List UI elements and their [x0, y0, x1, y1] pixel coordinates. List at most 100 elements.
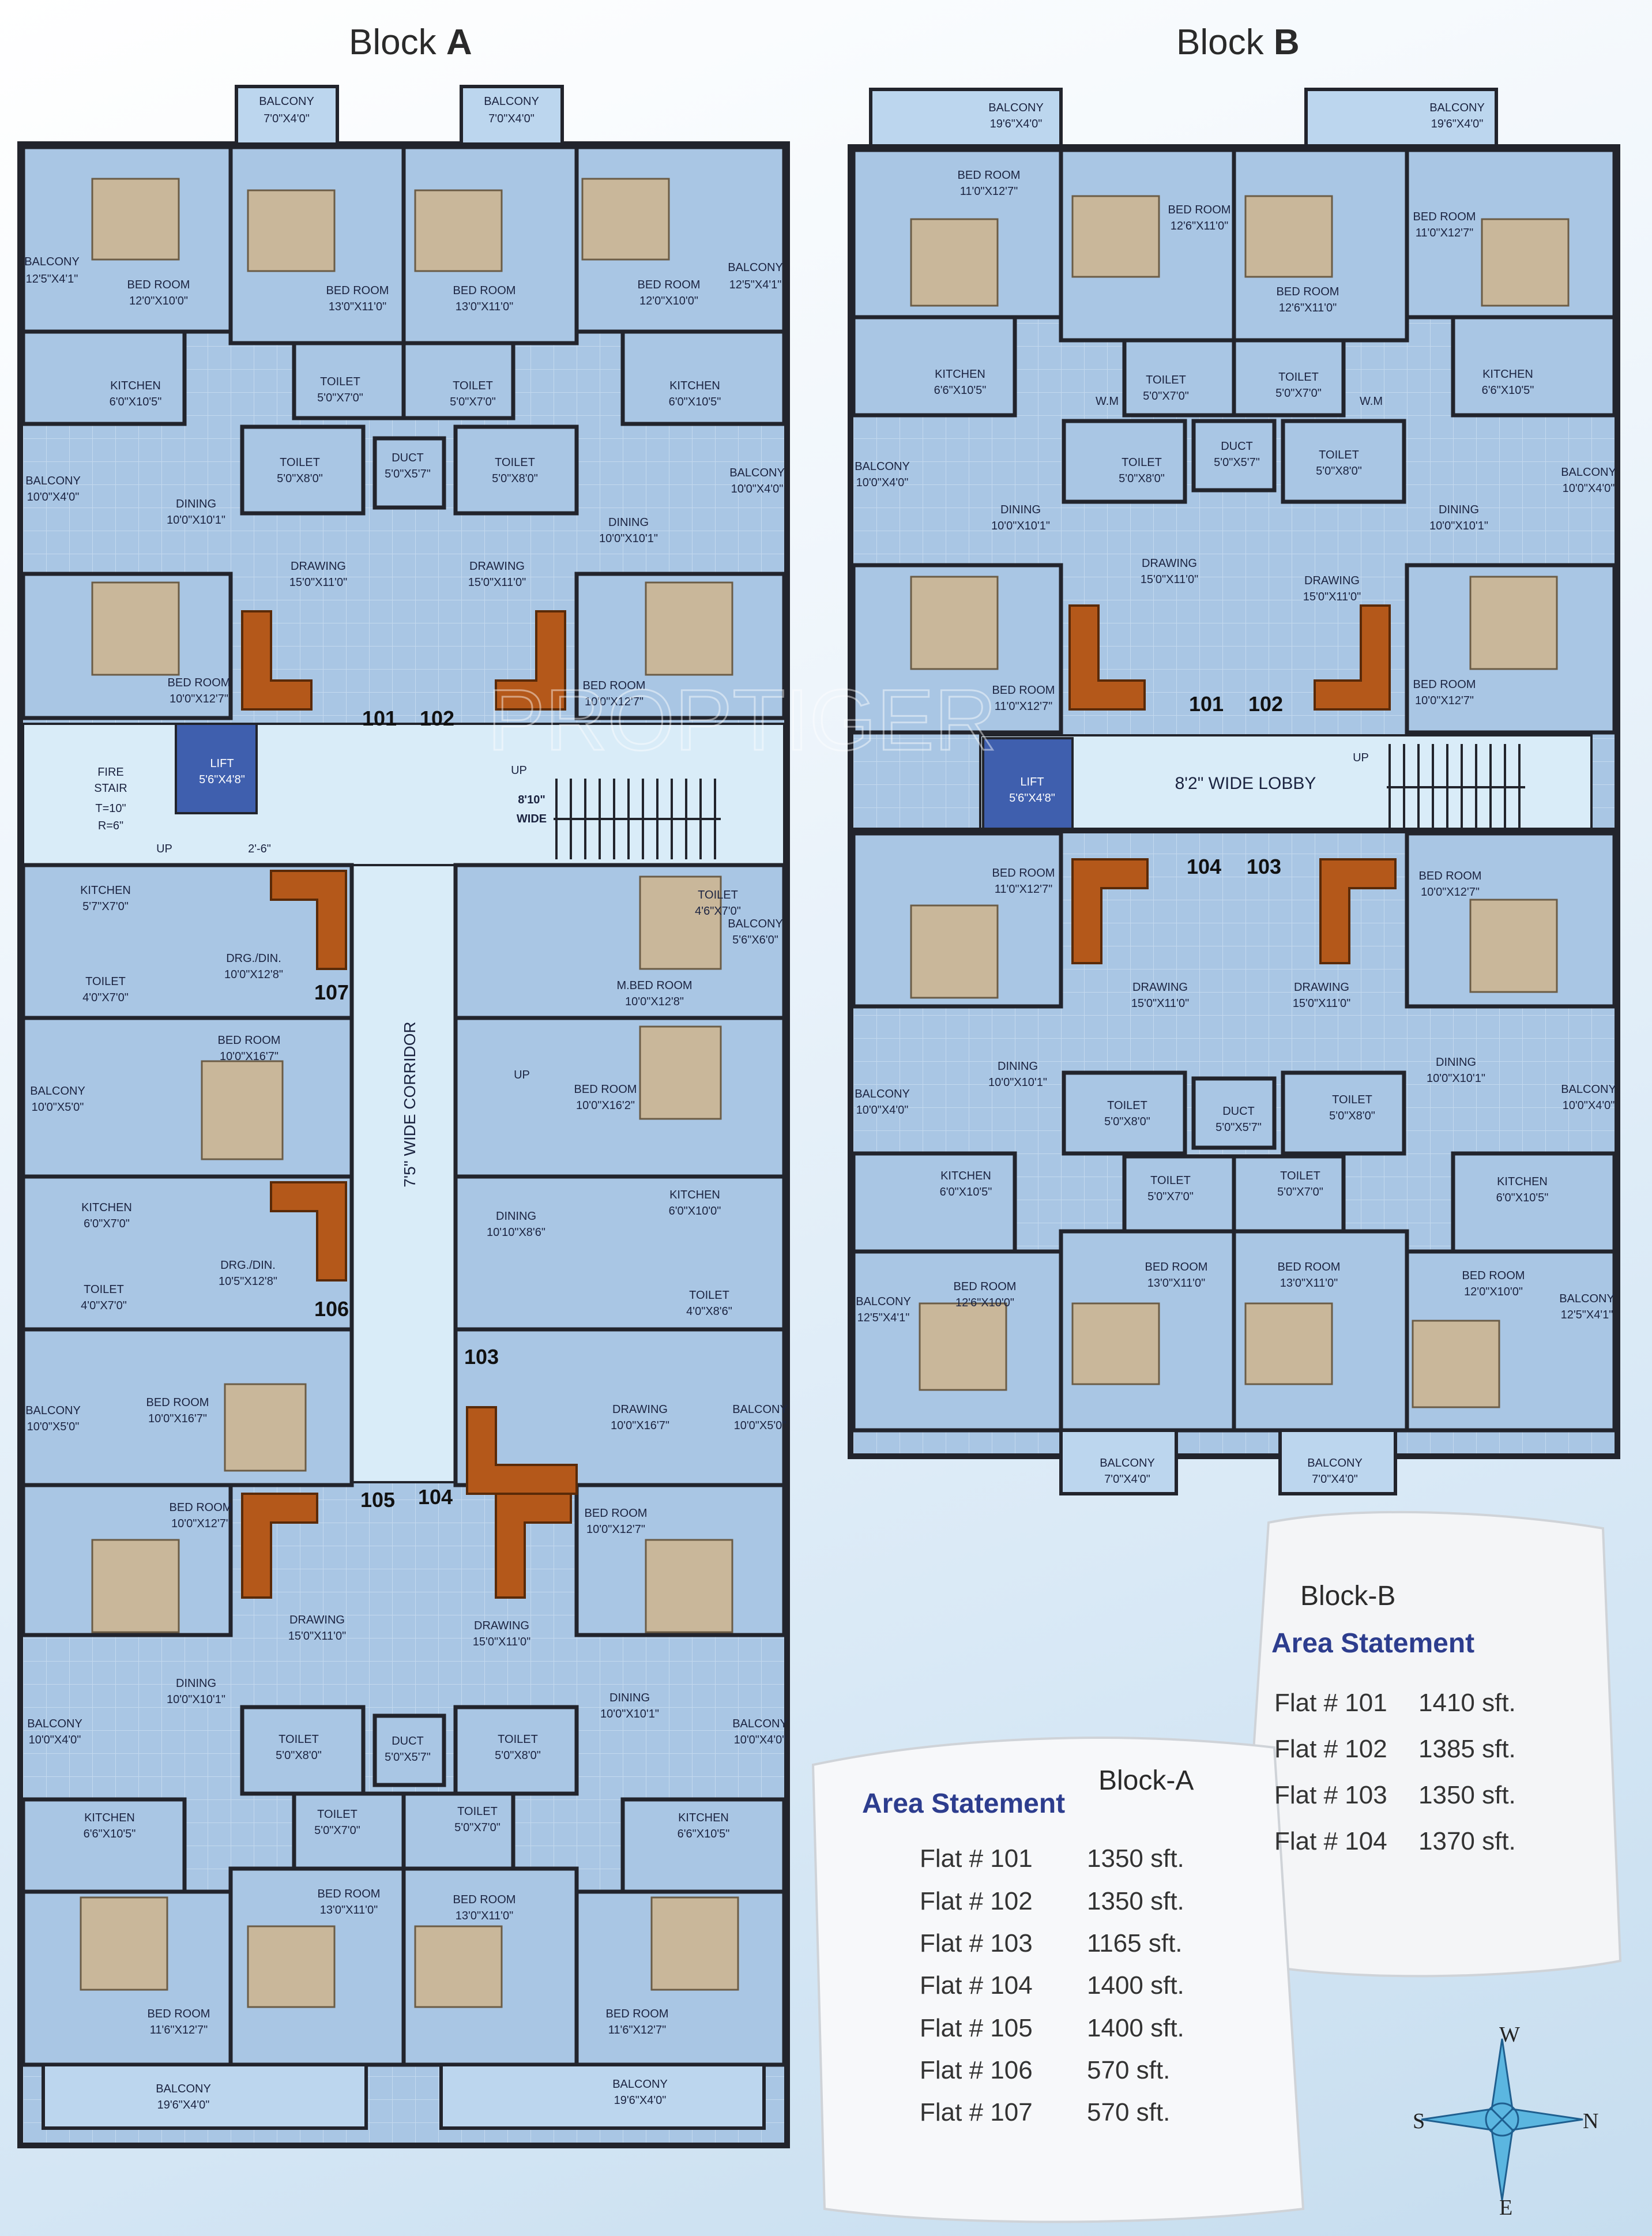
block-a-toilet-4 [453, 424, 579, 516]
dim: 10'0"X12'7" [586, 1523, 645, 1536]
dim: 15'0"X11'0" [1141, 573, 1198, 586]
flat-number: 106 [314, 1297, 349, 1321]
label: BED ROOM [146, 1396, 209, 1409]
label: KITCHEN [678, 1812, 729, 1824]
dim: 10'0"X12'7" [1421, 886, 1480, 899]
block-a-lift [175, 723, 258, 814]
block-a-flat-numbers: 101 102 107 106 103 105 104 [314, 706, 499, 1512]
label: TOILET [317, 1808, 358, 1821]
dim: 10'0"X4'0" [29, 1734, 81, 1746]
label: BED ROOM [583, 679, 646, 692]
dim: 10'0"X16'7" [148, 1412, 207, 1425]
block-a-toilet-104b [401, 1791, 515, 1871]
dim: 6'6"X10'5" [934, 384, 987, 397]
dim: 10'0"X5'0" [32, 1101, 84, 1114]
watermark: PROPTIGER [487, 671, 996, 768]
label: BED ROOM [1462, 1269, 1525, 1282]
dim: 6'6"X10'5" [678, 1828, 730, 1840]
label: BED ROOM [218, 1034, 281, 1047]
dim: 11'6"X12'7" [150, 2024, 208, 2036]
label: BED ROOM [1413, 211, 1476, 223]
label: DRAWING [469, 560, 525, 573]
block-a-toilet-105b [292, 1791, 406, 1871]
label: LIFT [1020, 776, 1044, 788]
dim: 10'0"X10'1" [1429, 520, 1488, 532]
label: BED ROOM [606, 2008, 669, 2020]
flat-number: 102 [420, 706, 454, 730]
label: DRAWING [1142, 557, 1197, 570]
dim: 19'6"X4'0" [614, 2094, 667, 2107]
label: KITCHEN [1497, 1175, 1548, 1188]
block-b-balcony-bottom-left [1059, 1429, 1178, 1495]
label: BED ROOM [453, 284, 516, 297]
block-a-sofa-102 [495, 610, 566, 711]
label: BALCONY [612, 2078, 668, 2091]
label: TOILET [698, 889, 738, 901]
label: BED ROOM [127, 279, 190, 291]
block-a-balcony-bottom-right [439, 2063, 766, 2130]
area-sheet-b-bg [1238, 1510, 1622, 1978]
dim: 10'0"X4'0" [856, 476, 909, 489]
dim: 7'0"X4'0" [264, 112, 310, 125]
dim: 10'0"X4'0" [856, 1104, 909, 1117]
dim: 10'0"X10'1" [167, 514, 225, 527]
label: STAIR [94, 782, 127, 795]
block-a-kitchen-105 [21, 1797, 187, 1894]
block-b-labels: BALCONY 19'6"X4'0" BALCONY 19'6"X4'0" BE… [855, 102, 1616, 1486]
label: DRG./DIN. [226, 952, 281, 965]
dim: 6'0"X10'5" [110, 396, 162, 408]
label: BED ROOM [1419, 870, 1482, 882]
block-a-balcony-top-left [235, 85, 339, 146]
block-a-duct-2 [372, 1713, 446, 1787]
area-a-heading: Area Statement [862, 1788, 1066, 1819]
dim: 10'0"X4'0" [1563, 1099, 1615, 1112]
dim: 6'0"X10'5" [669, 396, 721, 408]
block-a-sofa-105 [241, 1493, 318, 1599]
label: KITCHEN [669, 379, 720, 392]
dim: 13'0"X11'0" [456, 1910, 513, 1922]
label: DINING [1436, 1056, 1476, 1069]
label: TOILET [1146, 374, 1186, 386]
dim: 5'0"X8'0" [492, 472, 538, 485]
dim: 10'10"X8'6" [487, 1226, 545, 1239]
dim: 10'0"X16'7" [220, 1050, 279, 1063]
block-a-sofa-106 [270, 1181, 347, 1282]
label: DINING [998, 1060, 1038, 1073]
dim: 11'0"X12'7" [1416, 227, 1473, 239]
label: BALCONY [30, 1085, 85, 1098]
label: 2'-6" [248, 843, 271, 855]
block-b-plan [848, 88, 1620, 1495]
dim: 10'0"X10'1" [991, 520, 1050, 532]
label: BED ROOM [318, 1888, 381, 1900]
dim: 12'5"X4'1" [729, 279, 782, 291]
dim: 4'0"X7'0" [81, 1299, 127, 1312]
dim: 11'0"X12'7" [995, 883, 1052, 896]
flat-number: 107 [314, 980, 349, 1004]
label: TOILET [453, 379, 493, 392]
flat-number: 103 [464, 1345, 499, 1369]
flat-number: 102 [1248, 692, 1283, 716]
dim: 10'0"X10'1" [600, 1708, 659, 1720]
block-a-balcony-top-right [460, 85, 564, 146]
block-a-flat-107-bedroom [21, 1016, 354, 1179]
label: BED ROOM [453, 1893, 516, 1906]
label: DINING [496, 1210, 536, 1223]
dim: 5'0"X8'0" [1316, 465, 1362, 478]
label: TOILET [1107, 1099, 1147, 1112]
label: BED ROOM [1278, 1261, 1341, 1273]
dim: 10'0"X12'7" [171, 1517, 230, 1530]
label: BALCONY [1100, 1457, 1155, 1470]
block-b-toilet-6 [1281, 1070, 1406, 1156]
label: TOILET [1332, 1093, 1372, 1106]
label: BALCONY [855, 460, 910, 473]
block-a-plan [17, 85, 790, 2148]
dim: 12'5"X4'1" [1561, 1309, 1613, 1321]
dim: 5'0"X7'0" [1275, 387, 1322, 400]
label: DINING [176, 1677, 216, 1690]
block-b-duct-2 [1191, 1076, 1277, 1150]
dim: 10'0"X4'0" [27, 491, 80, 503]
label: BALCONY [728, 918, 783, 930]
dim: 12'6"X11'0" [1171, 220, 1228, 232]
block-b-kitchen-1 [851, 315, 1017, 418]
